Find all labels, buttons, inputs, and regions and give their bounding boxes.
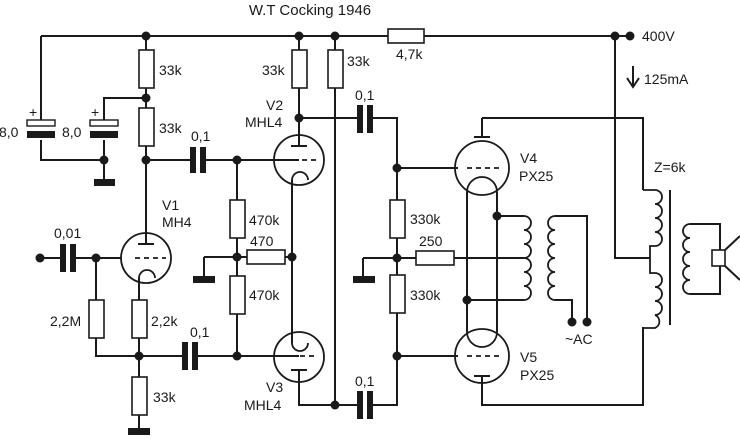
cap-8-0-2-plate-positive [89, 119, 119, 127]
supply-rail [40, 35, 630, 110]
cap-0-1-v1-v3-plate [192, 342, 198, 370]
tube-v5-ref: V5 [520, 349, 537, 365]
loudspeaker-icon [711, 235, 740, 281]
resistor-33k-v3-anode-label: 33k [347, 53, 371, 69]
cap-8-0-2-plate-negative [90, 131, 118, 138]
cap-8-0-1-label: 8,0 [0, 124, 19, 140]
cap-0-01-label: 0,01 [54, 225, 81, 241]
resistor-4k7-label: 4,7k [396, 46, 423, 62]
resistor-470k-v3-label: 470k [249, 287, 280, 303]
cap-0-1-v1-v2-label: 0,1 [191, 128, 211, 144]
tube-v2 [273, 134, 325, 257]
junction-dot [141, 93, 151, 103]
resistor-470k-v3 [229, 275, 246, 315]
polarity-plus-label: + [91, 104, 99, 120]
resistor-33k-v3-anode [327, 49, 344, 89]
ground-symbol [353, 276, 375, 283]
tube-v5-type: PX25 [520, 367, 554, 383]
schematic-title: W.T Cocking 1946 [249, 2, 371, 19]
cap-0-1-v1-v3-plate [182, 342, 188, 370]
heater-ac-label: ~AC [565, 331, 593, 347]
resistor-470 [246, 249, 286, 265]
resistor-330k-v5-label: 330k [410, 287, 441, 303]
ac-terminal [582, 317, 592, 327]
resistor-4k7 [387, 28, 425, 44]
cap-0-1-v2-v4-plate [367, 105, 373, 133]
polarity-plus-label: + [29, 104, 37, 120]
resistor-2-2m [88, 299, 105, 339]
tube-v2-ref: V2 [266, 97, 283, 113]
resistor-33k-cathode-load [131, 376, 148, 416]
cap-0-01-plate [70, 244, 76, 272]
tube-v4 [454, 117, 644, 196]
cap-8-0-1-plate-positive [26, 119, 56, 127]
tube-v3 [273, 257, 335, 406]
tube-v4-ref: V4 [520, 150, 537, 166]
cap-0-1-v3-v5-label: 0,1 [355, 373, 375, 389]
cap-8-0-2-label: 8,0 [62, 124, 82, 140]
arrow-down-icon [626, 66, 640, 89]
resistor-33k-v1-anode [138, 107, 155, 147]
resistor-2-2k [131, 299, 148, 339]
cap-0-1-v3-v5-plate [367, 391, 373, 419]
resistor-33k-v1-anode-label: 33k [159, 120, 183, 136]
resistor-470k-v2-label: 470k [249, 212, 280, 228]
resistor-33k-v2-anode-label: 33k [262, 62, 286, 78]
resistor-330k-v4 [389, 199, 406, 239]
cap-0-1-v1-v2-plate [200, 147, 206, 173]
ground-symbol [94, 179, 115, 186]
supply-voltage-label: 400V [642, 28, 675, 44]
resistor-33k-v2-anode [291, 49, 308, 89]
resistor-250-label: 250 [419, 233, 443, 249]
tube-v1-ref: V1 [162, 197, 179, 213]
resistor-2-2m-label: 2,2M [50, 313, 81, 329]
resistor-250 [415, 250, 455, 266]
tube-v4-type: PX25 [519, 168, 553, 184]
cap-0-1-v3-v5-plate [357, 391, 363, 419]
tube-v3-type: MHL4 [244, 397, 282, 413]
junction-dot [99, 155, 109, 165]
resistor-33k-cathode-load-label: 33k [153, 389, 177, 405]
cap-0-1-v1-v3-label: 0,1 [190, 324, 210, 340]
ac-terminal [567, 317, 577, 327]
ground-symbol [128, 428, 150, 435]
supply-terminal [625, 31, 635, 41]
ground-symbol [193, 276, 215, 283]
resistor-470-label: 470 [250, 233, 274, 249]
output-transformer [643, 189, 721, 329]
tube-v1-type: MH4 [162, 214, 192, 230]
resistor-470k-v2 [229, 199, 246, 239]
cap-8-0-1-plate-negative [27, 131, 55, 138]
tube-v3-ref: V3 [266, 379, 283, 395]
cap-0-1-v2-v4-plate [357, 105, 363, 133]
resistor-330k-v5 [389, 274, 406, 314]
supply-current-label: 125mA [644, 71, 689, 87]
tube-v1 [120, 222, 172, 300]
ot-impedance-label: Z=6k [654, 159, 687, 175]
tube-v5 [454, 327, 644, 406]
cap-0-01-plate [60, 244, 66, 272]
resistor-330k-v4-label: 330k [410, 211, 441, 227]
cap-0-1-v2-v4-label: 0,1 [355, 87, 375, 103]
heater-transformer [467, 215, 588, 320]
resistor-33k-decoupling [138, 49, 155, 89]
cap-0-1-v1-v2-plate [190, 147, 196, 173]
resistor-2-2k-label: 2,2k [151, 313, 178, 329]
tube-v2-type: MHL4 [245, 114, 283, 130]
resistor-33k-decoupling-label: 33k [159, 62, 183, 78]
